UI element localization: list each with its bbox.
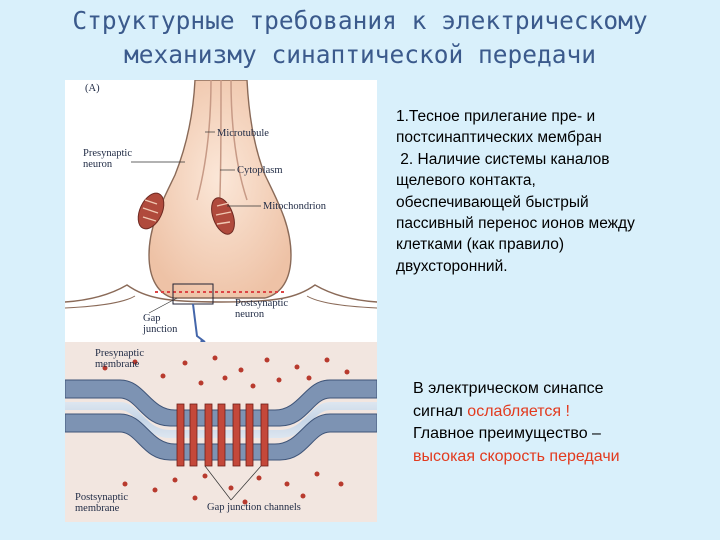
conclusion-line-3: Главное преимущество – [413,425,601,442]
conclusion-line-1: В электрическом синапсе [413,380,604,397]
conclusion-highlight-speed: высокая скорость передачи [413,447,620,465]
label-mitochondrion: Mitochondrion [263,201,326,212]
requirements-line-3: 2. Наличие системы каналов [396,150,610,168]
label-cytoplasm: Cytoplasm [237,165,283,176]
label-postsynaptic-membrane-2: membrane [75,503,120,514]
label-postsynaptic-neuron-2: neuron [235,309,265,320]
channels [176,403,269,467]
conclusion-line-2: сигнал ослабляется ! [413,401,703,424]
requirements-line-2: постсинаптических мембран [396,129,602,147]
requirements-line-8: двухсторонний. [396,257,508,275]
requirements-line-6: пассивный перенос ионов между [396,215,635,233]
label-presynaptic-membrane-2: membrane [95,359,140,370]
label-gap-junction-channels: Gap junction channels [207,502,301,513]
synapse-figure: (A) Microtubule Presynaptic neuron Cytop… [65,80,377,522]
title-line-1: Структурные требования к электрическому [72,6,648,35]
label-microtubule: Microtubule [217,128,269,139]
label-presynaptic-neuron-2: neuron [83,159,113,170]
requirements-line-4: щелевого контакта, [396,172,536,190]
title-line-2: механизму синаптической передачи [123,40,596,69]
presynaptic-terminal [65,80,377,350]
label-gap-junction-1: Gap [143,313,161,324]
slide-title: Структурные требования к электрическому … [20,4,700,72]
ions [102,355,350,505]
conclusion-highlight-weakens: ослабляется ! [467,402,570,420]
requirements-line-1: 1.Тесное прилегание пре- и [396,108,596,125]
panel-label: (A) [85,83,100,94]
synapse-illustration [65,80,377,522]
label-postsynaptic-membrane-1: Postsynaptic [75,492,129,503]
conclusion-line-2-plain: сигнал [413,402,468,420]
requirements-line-5: обеспечивающей быстрый [396,193,589,211]
requirements-line-7: клетками (как правило) [396,236,565,254]
label-presynaptic-membrane-1: Presynaptic [95,348,144,359]
conclusion-text: В электрическом синапсе сигнал ослабляет… [413,378,703,468]
label-postsynaptic-neuron-1: Postsynaptic [235,298,289,309]
requirements-text: 1.Тесное прилегание пре- и постсинаптиче… [396,106,696,277]
mitochondrion-right [211,197,235,235]
label-presynaptic-neuron-1: Presynaptic [83,148,132,159]
label-gap-junction-2: junction [143,324,178,335]
gap-junction-detail [65,342,377,522]
